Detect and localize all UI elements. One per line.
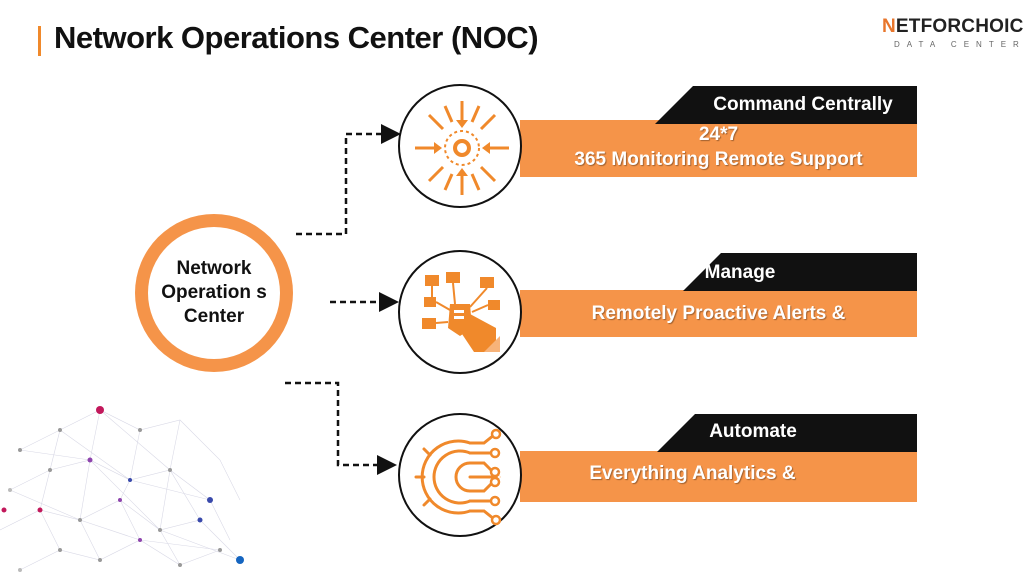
service-band-line1: Everything Analytics & [589,463,796,484]
noc-hub-label: Network Operation s Center [161,258,267,327]
circuit-gear-icon-graphic [414,428,502,526]
service-band-line1: Remotely Proactive Alerts & [591,303,846,324]
company-logo: NETFORCHOICE DATA CENTER [882,16,1024,56]
service-tab-label: Command Centrally [713,94,893,115]
service-tab-command [655,86,917,124]
logo-letter: N [882,16,896,37]
network-mesh-decoration [0,406,244,572]
service-band-manage: Remotely Proactive Alerts & [520,290,917,337]
logo-text: ETFORCHOICE [895,16,1024,37]
noc-hub-circle: Network Operation s Center [135,214,293,372]
hand-on-network-icon [398,250,522,374]
service-tab-label: Manage [704,262,776,283]
title-accent-bar [38,26,41,56]
service-band-line2: 365 Monitoring Remote Support [574,149,863,170]
service-tab-manage [683,253,917,291]
service-band-command: 24*7 365 Monitoring Remote Support [520,120,917,177]
circuit-gear-icon [398,413,522,537]
converging-arrows-icon [398,84,522,208]
logo-wordmark: NETFORCHOICE [882,16,1024,38]
converging-arrows-icon-graphic [415,101,509,195]
service-tab-automate [657,414,917,452]
page-title: Network Operations Center (NOC) [54,20,539,55]
service-tab-label: Automate [709,421,797,442]
service-band-line1: 24*7 [698,124,739,145]
connector-top [296,124,401,236]
hand-on-network-icon-graphic [422,272,500,352]
logo-subtitle: DATA CENTER [894,40,1024,49]
connector-bottom [285,381,397,475]
noc-hub-inner: Network Operation s Center [148,227,280,359]
service-band-automate: Everything Analytics & [520,451,917,502]
